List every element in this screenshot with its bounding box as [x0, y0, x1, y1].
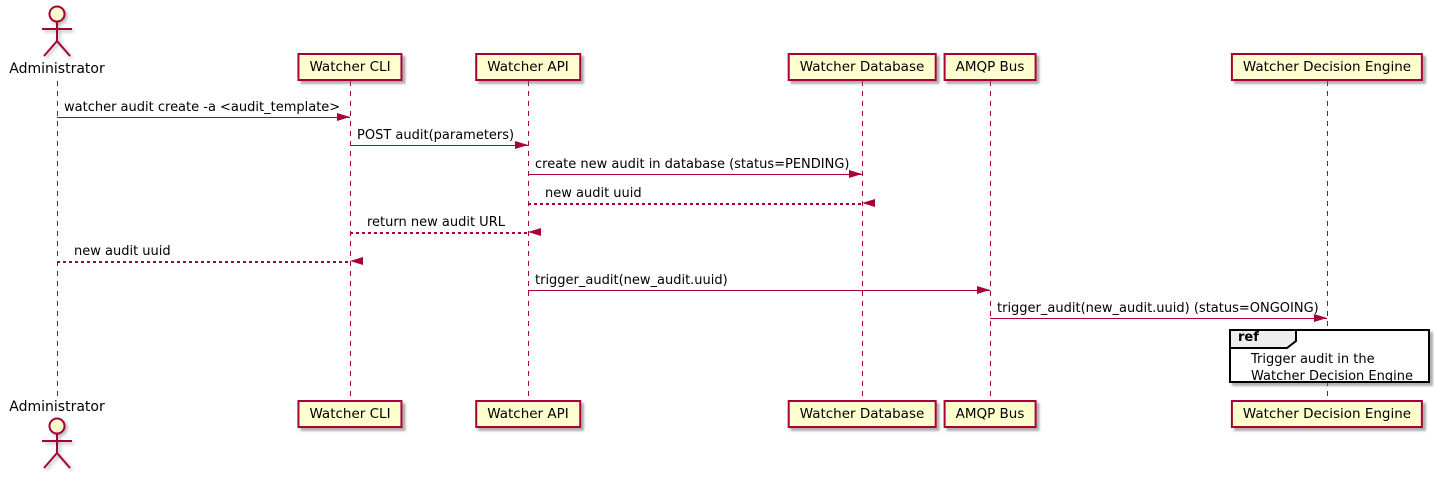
message-arrowhead-6	[977, 286, 990, 294]
lifeline-administrator	[56, 81, 58, 400]
lifeline-watcher-api	[527, 81, 529, 400]
participant-box-amqp-bus-top: AMQP Bus	[943, 53, 1037, 81]
lifeline-amqp-bus	[989, 81, 991, 400]
actor-label-administrator-top: Administrator	[9, 61, 105, 77]
participant-box-watcher-cli-top: Watcher CLI	[297, 53, 403, 81]
lifeline-watcher-decision-engine	[1326, 81, 1328, 400]
message-arrowhead-4	[528, 228, 541, 236]
participant-label: Watcher CLI	[309, 59, 391, 75]
message-label-5: new audit uuid	[74, 244, 171, 259]
ref-fragment-header	[1229, 329, 1299, 354]
message-line-1	[350, 145, 528, 146]
lifeline-watcher-cli	[349, 81, 351, 400]
participant-label: Watcher Decision Engine	[1242, 406, 1412, 422]
message-line-4	[350, 232, 528, 234]
message-label-0: watcher audit create -a <audit_template>	[64, 100, 341, 115]
participant-label: Watcher API	[487, 59, 569, 75]
actor-figure-administrator-bottom	[39, 416, 75, 476]
actor-figure-administrator-top	[39, 4, 75, 64]
participant-box-watcher-cli-bottom: Watcher CLI	[297, 400, 403, 428]
message-label-6: trigger_audit(new_audit.uuid)	[535, 273, 728, 288]
participant-label: Watcher Database	[799, 406, 925, 422]
participant-label: Watcher CLI	[309, 406, 391, 422]
participant-box-watcher-decision-engine-top: Watcher Decision Engine	[1230, 53, 1424, 81]
participant-box-watcher-decision-engine-bottom: Watcher Decision Engine	[1230, 400, 1424, 428]
message-line-6	[528, 290, 990, 291]
ref-fragment-text-line: Trigger audit in the	[1251, 352, 1375, 367]
message-label-7: trigger_audit(new_audit.uuid) (status=ON…	[997, 301, 1319, 316]
participant-box-amqp-bus-bottom: AMQP Bus	[943, 400, 1037, 428]
participant-box-watcher-api-bottom: Watcher API	[475, 400, 581, 428]
actor-label-administrator-bottom: Administrator	[9, 399, 105, 415]
message-arrowhead-3	[862, 199, 875, 207]
message-arrowhead-7	[1314, 314, 1327, 322]
ref-fragment-keyword: ref	[1238, 330, 1259, 345]
participant-label: Watcher Decision Engine	[1242, 59, 1412, 75]
message-arrowhead-0	[337, 113, 350, 121]
message-arrowhead-1	[515, 141, 528, 149]
participant-label: AMQP Bus	[955, 59, 1025, 75]
message-label-2: create new audit in database (status=PEN…	[535, 157, 850, 172]
participant-label: AMQP Bus	[955, 406, 1025, 422]
message-label-4: return new audit URL	[367, 215, 505, 230]
participant-label: Watcher API	[487, 406, 569, 422]
message-line-0	[57, 117, 350, 118]
message-line-5	[57, 261, 350, 263]
participant-label: Watcher Database	[799, 59, 925, 75]
message-arrowhead-5	[350, 257, 363, 265]
message-label-3: new audit uuid	[545, 186, 642, 201]
participant-box-watcher-api-top: Watcher API	[475, 53, 581, 81]
ref-fragment-text-line: Watcher Decision Engine	[1251, 369, 1413, 384]
lifeline-watcher-database	[861, 81, 863, 400]
message-arrowhead-2	[849, 170, 862, 178]
participant-box-watcher-database-bottom: Watcher Database	[787, 400, 937, 428]
participant-box-watcher-database-top: Watcher Database	[787, 53, 937, 81]
message-line-7	[990, 318, 1327, 319]
message-label-1: POST audit(parameters)	[357, 128, 515, 143]
message-line-3	[528, 203, 862, 205]
message-line-2	[528, 174, 862, 175]
